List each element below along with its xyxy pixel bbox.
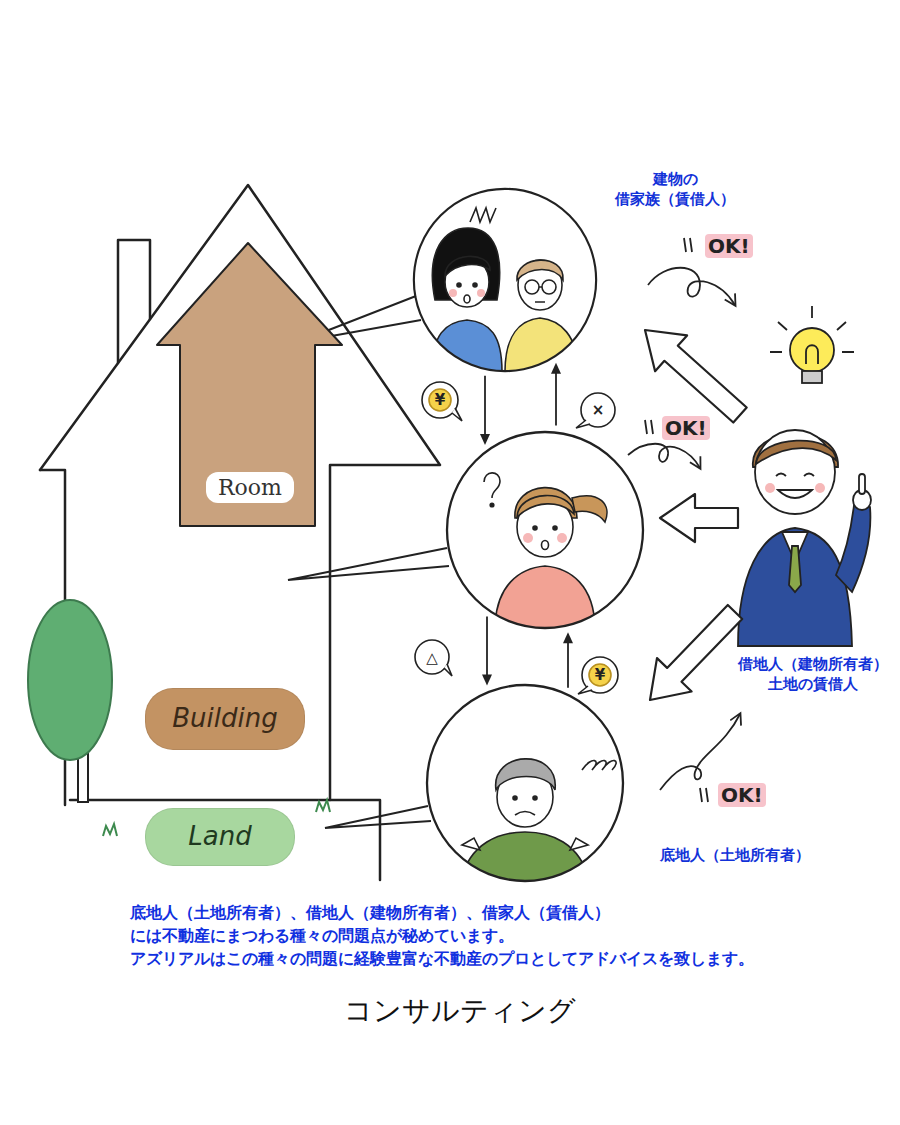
building-owner: [484, 473, 607, 630]
landowner-circle: 底地人（土地所有者）: [425, 683, 625, 883]
ok-mark: OK!: [718, 783, 766, 807]
flow-arrow: [480, 376, 490, 445]
note-line: アズリアルはこの種々の問題に経験豊富な不動産のプロとしてアドバイスを致します。: [130, 949, 754, 970]
scribble: [582, 761, 616, 770]
heading-line: 底地人（土地所有者）: [660, 845, 810, 865]
part-label: Land: [188, 821, 251, 852]
role-heading: 底地人（土地所有者）: [660, 845, 810, 865]
circle-shape: [445, 430, 645, 630]
tenant-circle: 建物の 借家族（賃借人）: [412, 187, 598, 373]
arrowhead: [480, 434, 490, 445]
room-arrow: Room: [155, 240, 345, 530]
role-heading: 建物の 借家族（賃借人）: [615, 169, 735, 210]
tenant-family: [432, 208, 578, 372]
arrowhead: [563, 632, 573, 643]
room-label: Room: [206, 472, 294, 503]
ok-mark: OK!: [705, 234, 753, 258]
caption: コンサルティング: [260, 992, 660, 1030]
land-blob: Land: [145, 808, 295, 866]
building-blob: Building: [145, 688, 305, 750]
flow-line: [555, 372, 557, 426]
arrowhead: [551, 363, 561, 374]
advice-arrows: [645, 330, 747, 700]
circle-shape: [412, 187, 598, 373]
yen-symbol: ¥: [435, 393, 445, 408]
lightbulb: [770, 306, 854, 383]
triangle-symbol: △: [426, 651, 438, 666]
arrowhead: [482, 675, 492, 686]
ok-curly-arrows: [628, 238, 740, 802]
heading-line: 借家族（賃借人）: [615, 189, 735, 209]
arrow-outline: [157, 243, 342, 526]
house-outline: [40, 185, 440, 880]
note-line: には不動産にまつわる種々の問題点が秘めています。: [130, 926, 514, 947]
small-bubbles: [415, 382, 618, 694]
circle-shape: [425, 683, 625, 883]
flow-line: [484, 376, 486, 436]
flow-arrow: [482, 616, 492, 685]
heading-line: 建物の: [615, 169, 735, 189]
note-line: 底地人（土地所有者）、借地人（建物所有者）、借家人（賃借人）: [130, 903, 610, 924]
role-heading: 借地人（建物所有者） 土地の賃借人: [738, 654, 888, 695]
heading-line: 借地人（建物所有者）: [738, 654, 888, 674]
land-owner: [460, 759, 590, 882]
tree: [28, 600, 112, 802]
leaseholder-circle: 借地人（建物所有者） 土地の賃借人: [445, 430, 645, 630]
ok-mark: OK!: [662, 416, 710, 440]
flow-arrow: [563, 632, 573, 687]
consultant: [738, 430, 871, 646]
yen-symbol: ¥: [595, 668, 605, 683]
part-label: Building: [172, 703, 277, 734]
flow-line: [567, 641, 569, 687]
flow-arrow: [551, 363, 561, 426]
heading-line: 土地の賃借人: [738, 674, 888, 694]
flow-line: [486, 616, 488, 676]
cross-symbol: ×: [592, 403, 605, 418]
circle-outline: [447, 432, 643, 628]
circle-outline: [427, 685, 623, 881]
circle-outline: [414, 189, 596, 371]
